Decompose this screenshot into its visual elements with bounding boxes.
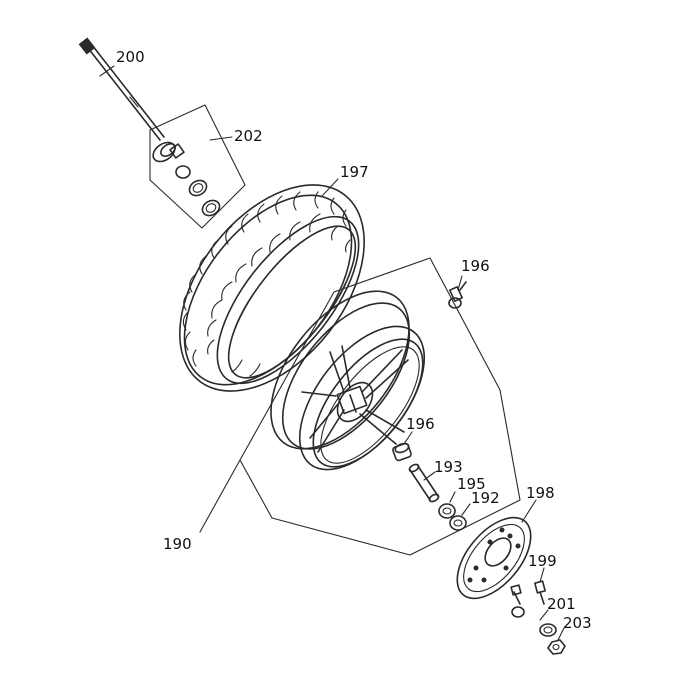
oil-seal-192 (449, 515, 467, 531)
bearing-196 (392, 442, 412, 462)
leader-198 (521, 499, 537, 523)
leader-203 (557, 627, 565, 641)
callout-199: 199 (528, 552, 557, 570)
spacer-part (175, 165, 191, 179)
rim-hub (336, 381, 374, 423)
tire-197 (179, 184, 365, 392)
disc-holes (467, 527, 521, 583)
callout-201: 201 (547, 595, 576, 613)
callout-197: 197 (340, 163, 369, 181)
collar-part (152, 141, 185, 163)
leader-190 (199, 459, 241, 533)
leader-202 (209, 136, 233, 141)
seal-ring-1 (188, 179, 208, 197)
collar-group-202 (149, 104, 246, 229)
leader-193 (423, 471, 436, 481)
callout-196-top: 196 (461, 257, 490, 275)
rim-wheel (270, 290, 426, 471)
callout-198: 198 (526, 484, 555, 502)
washer-201 (511, 606, 557, 637)
leader-192 (461, 503, 471, 516)
callout-203: 203 (563, 614, 592, 632)
leader-200 (99, 65, 115, 77)
leader-195 (449, 491, 456, 503)
callout-202: 202 (234, 127, 263, 145)
bearing-195 (438, 503, 456, 519)
brake-disc-198 (456, 516, 532, 600)
valve-196 (448, 281, 467, 309)
leader-197 (321, 178, 339, 197)
callout-196-mid: 196 (406, 415, 435, 433)
callout-193: 193 (434, 458, 463, 476)
callout-192: 192 (471, 489, 500, 507)
seal-ring-2 (201, 199, 221, 217)
rim-spokes (301, 345, 409, 453)
leader-196-top (457, 275, 463, 291)
nut-203 (547, 639, 566, 655)
leader-201 (539, 609, 549, 621)
axle-bolt-200 (78, 37, 165, 141)
spacer-193 (408, 463, 440, 503)
disc-bolt-199 (510, 580, 546, 605)
leader-196-mid (403, 431, 413, 445)
callout-195: 195 (457, 475, 486, 493)
callout-200: 200 (116, 48, 145, 66)
callout-190: 190 (163, 535, 192, 553)
leader-199 (539, 567, 545, 583)
tread-pattern (182, 191, 351, 377)
